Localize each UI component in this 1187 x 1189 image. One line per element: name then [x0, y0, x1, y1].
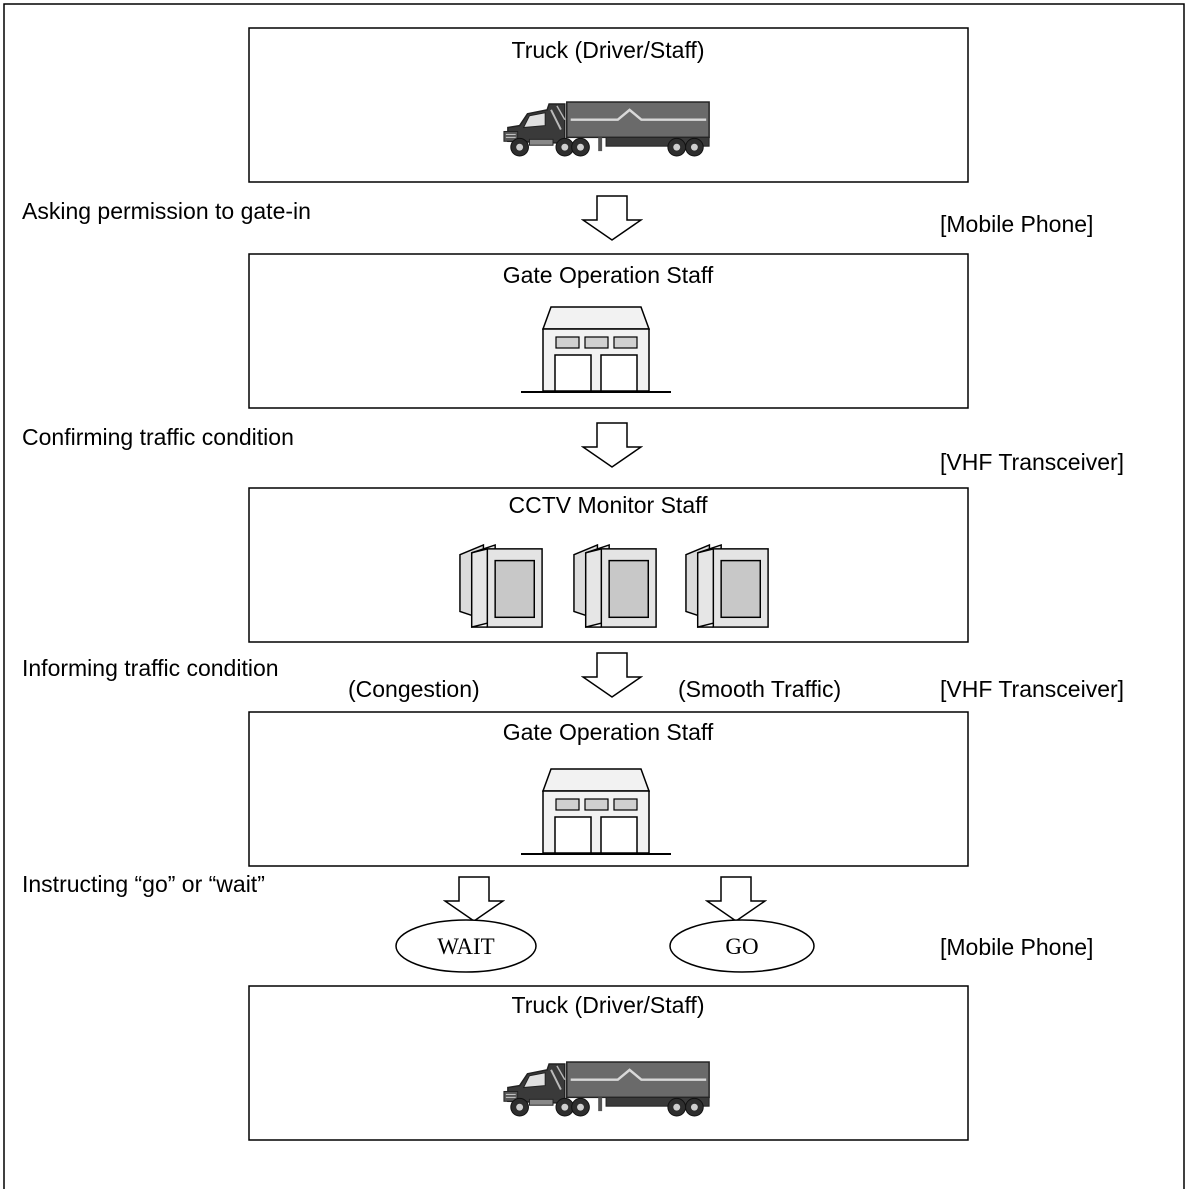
truck-icon	[502, 1060, 711, 1118]
gate-box-2-title: Gate Operation Staff	[503, 719, 714, 745]
truck-icon	[502, 100, 711, 158]
cctv-box-title: CCTV Monitor Staff	[509, 492, 709, 518]
device-step4: [Mobile Phone]	[940, 934, 1093, 960]
monitor-icon	[459, 544, 543, 628]
condition-smooth: (Smooth Traffic)	[678, 676, 841, 702]
device-step3: [VHF Transceiver]	[940, 676, 1124, 702]
monitor-icon	[573, 544, 657, 628]
wait-outcome-label: WAIT	[437, 934, 494, 959]
go-outcome-label: GO	[725, 934, 758, 959]
building-icon	[521, 768, 671, 855]
outer-frame	[3, 3, 1185, 1189]
device-step2: [VHF Transceiver]	[940, 449, 1124, 475]
down-arrow-icon	[706, 876, 766, 922]
go-outcome	[669, 919, 815, 973]
building-icon	[521, 306, 671, 393]
down-arrow-icon	[582, 422, 642, 468]
monitor-icon	[685, 544, 769, 628]
truck-box-bottom	[248, 985, 969, 1141]
truck-box-top	[248, 27, 969, 183]
step-instructing-label: Instructing “go” or “wait”	[22, 871, 265, 897]
step-asking-label: Asking permission to gate-in	[22, 198, 311, 224]
gate-box-1	[248, 253, 969, 409]
down-arrow-icon	[444, 876, 504, 922]
wait-outcome	[395, 919, 537, 973]
truck-box-top-title: Truck (Driver/Staff)	[512, 37, 705, 63]
cctv-box	[248, 487, 969, 643]
down-arrow-icon	[582, 652, 642, 698]
step-informing-label: Informing traffic condition	[22, 655, 279, 681]
gate-box-1-title: Gate Operation Staff	[503, 262, 714, 288]
step-confirming-label: Confirming traffic condition	[22, 424, 294, 450]
gate-box-2	[248, 711, 969, 867]
down-arrow-icon	[582, 195, 642, 241]
truck-box-bottom-title: Truck (Driver/Staff)	[512, 992, 705, 1018]
condition-congestion: (Congestion)	[348, 676, 480, 702]
device-step1: [Mobile Phone]	[940, 211, 1093, 237]
